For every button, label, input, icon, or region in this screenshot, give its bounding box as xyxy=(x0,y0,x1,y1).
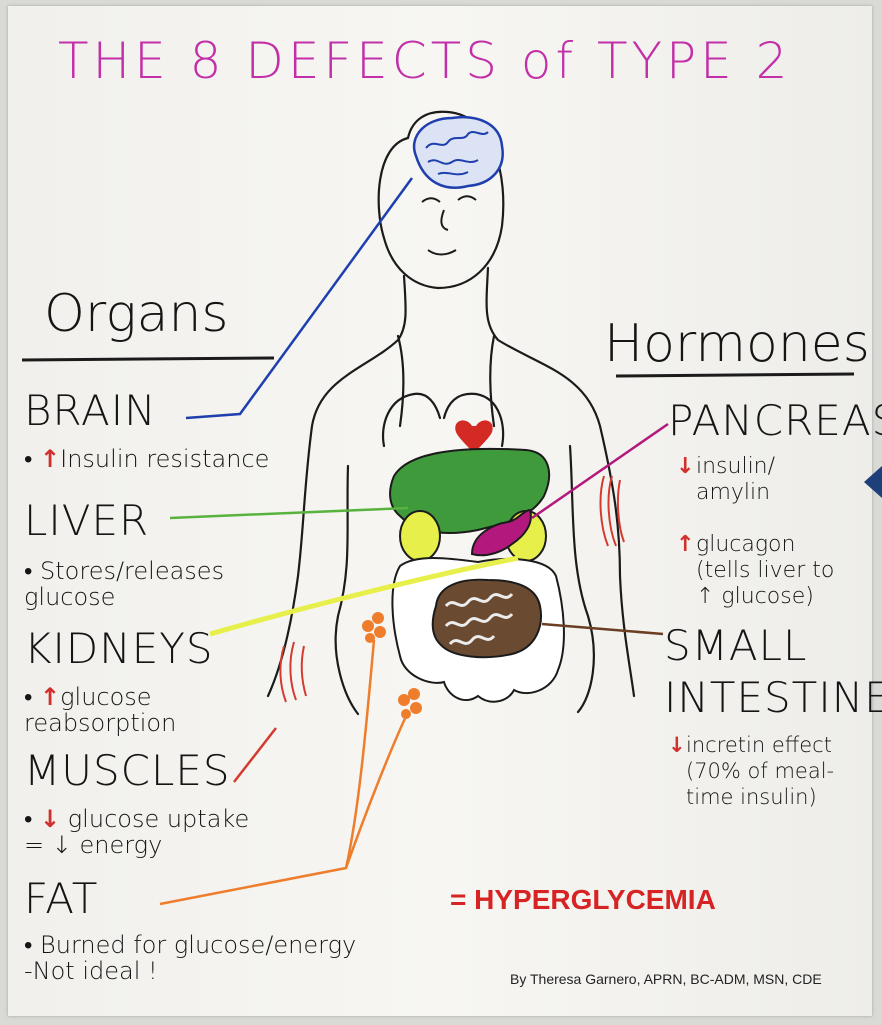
muscle-connector xyxy=(234,728,276,782)
organ-liver-label: LIVER xyxy=(24,500,149,542)
hormone-pancreas-label: PANCREAS xyxy=(668,400,882,442)
left-kidney-icon xyxy=(400,511,440,561)
side-marker xyxy=(864,466,882,498)
organ-kidneys-note: • ↑glucose reabsorption xyxy=(24,684,176,736)
liver-connector xyxy=(170,508,408,518)
organ-brain-note: • ↑Insulin resistance xyxy=(24,446,269,472)
poster: THE 8 DEFECTS of TYPE 2 Organs Hormones … xyxy=(8,6,872,1016)
organs-underline xyxy=(22,358,274,360)
hormones-underline xyxy=(616,374,854,376)
organ-kidneys-label: KIDNEYS xyxy=(24,628,214,670)
organ-muscles-label: MUSCLES xyxy=(24,750,231,792)
organ-brain-label: BRAIN xyxy=(24,390,157,432)
organs-heading: Organs xyxy=(44,288,229,340)
hormones-heading: Hormones xyxy=(604,318,870,370)
brain-icon xyxy=(414,117,503,188)
organ-fat-label: FAT xyxy=(24,878,98,920)
result-label: = HYPERGLYCEMIA xyxy=(450,886,716,914)
hormone-pancreas-note: ↓↑insulin/ amylin glucagon (tells liver … xyxy=(678,454,834,610)
organ-fat-note: • Burned for glucose/energy -Not ideal ! xyxy=(24,932,356,984)
page-title: THE 8 DEFECTS of TYPE 2 xyxy=(58,36,791,86)
hormone-small-intestine-note: ↓incretin effect (70% of meal- time insu… xyxy=(668,732,834,810)
credit-line: By Theresa Garnero, APRN, BC-ADM, MSN, C… xyxy=(510,972,822,986)
small-intestine-icon xyxy=(433,580,541,657)
organ-liver-note: • Stores/releases glucose xyxy=(24,558,224,610)
organ-muscles-note: • ↓ glucose uptake = ↓ energy xyxy=(24,806,249,858)
hormone-small-intestine-label: SMALL INTESTINE xyxy=(664,620,882,724)
face xyxy=(422,196,476,254)
